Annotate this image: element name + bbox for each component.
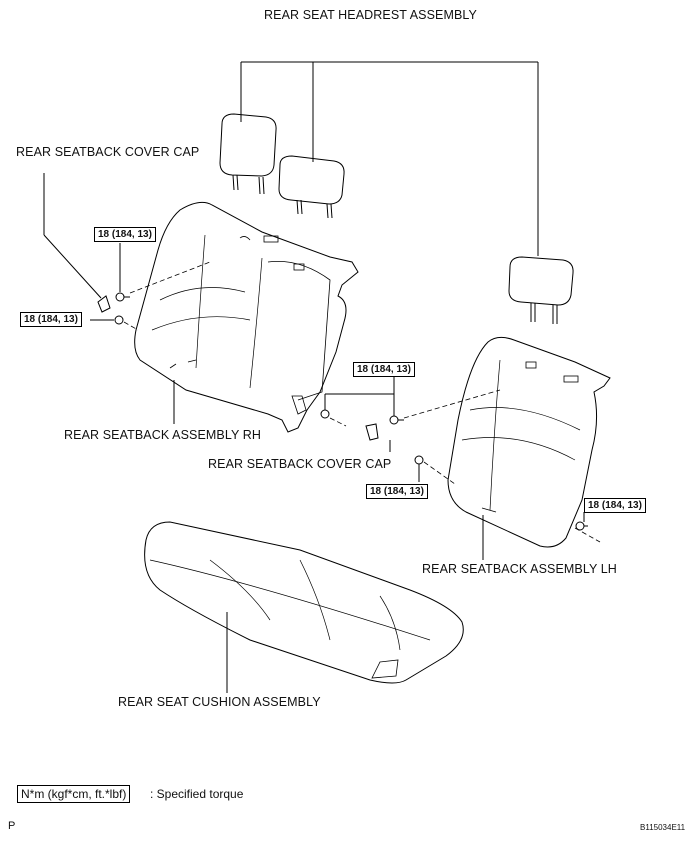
bolt-lh-upper-axis <box>403 389 501 419</box>
legend-text: : Specified torque <box>150 787 244 801</box>
label-headrest: REAR SEAT HEADREST ASSEMBLY <box>264 8 477 22</box>
torque-box-middle: 18 (184, 13) <box>353 362 415 377</box>
nut-rh-lower-axis <box>123 321 139 331</box>
label-cover-cap-middle: REAR SEATBACK COVER CAP <box>208 457 392 471</box>
nut-rh-middle-axis <box>329 417 347 427</box>
nut-lh-left <box>414 455 424 482</box>
bolt-lh-upper <box>389 415 404 425</box>
headrest-rh-outer <box>219 113 277 195</box>
nut-rh-lower <box>90 315 124 325</box>
middle-torque-leader <box>324 375 395 416</box>
seat-cushion <box>144 521 464 684</box>
nut-lh-right <box>575 512 588 531</box>
bolt-rh-upper-axis <box>129 261 211 294</box>
headrest-lh <box>508 256 574 324</box>
cover-cap-middle <box>365 423 379 441</box>
label-seatback-rh: REAR SEATBACK ASSEMBLY RH <box>64 428 262 442</box>
torque-box-lh-left: 18 (184, 13) <box>366 484 428 499</box>
torque-box-rh-upper: 18 (184, 13) <box>94 227 156 242</box>
torque-box-rh-lower: 18 (184, 13) <box>20 312 82 327</box>
seatback-lh <box>447 336 611 548</box>
seatback-rh <box>134 201 359 433</box>
headrest-leader-lines <box>240 61 539 256</box>
footer-letter: P <box>8 820 16 832</box>
cover-cap-rh-leader <box>43 173 102 299</box>
torque-box-lh-right: 18 (184, 13) <box>584 498 646 513</box>
label-seatback-lh: REAR SEATBACK ASSEMBLY LH <box>422 562 617 576</box>
label-cover-cap-rh: REAR SEATBACK COVER CAP <box>16 145 200 159</box>
bolt-rh-upper <box>115 243 130 302</box>
nut-lh-left-axis <box>423 461 456 485</box>
label-cushion: REAR SEAT CUSHION ASSEMBLY <box>118 695 321 709</box>
legend-unit-box: N*m (kgf*cm, ft.*lbf) <box>17 785 131 803</box>
footer-code: B115034E11 <box>640 823 686 832</box>
nut-lh-right-axis <box>574 527 601 543</box>
cover-cap-rh <box>97 295 111 313</box>
nut-rh-middle <box>320 409 330 419</box>
headrest-rh-inner <box>278 155 345 219</box>
